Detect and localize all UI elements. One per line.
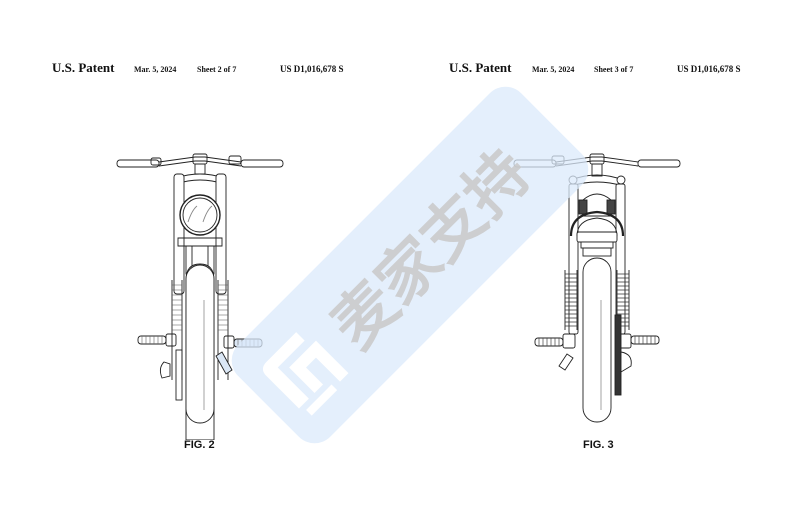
patent-title: U.S. Patent <box>449 60 512 75</box>
patent-date: Mar. 5, 2024 <box>532 65 575 74</box>
patent-title: U.S. Patent <box>52 60 115 75</box>
patent-number: US D1,016,678 S <box>280 64 344 74</box>
fig-3-rear-view-drawing <box>513 153 681 423</box>
sheet-number: Sheet 2 of 7 <box>197 65 237 74</box>
sheet-number: Sheet 3 of 7 <box>594 65 634 74</box>
fig-2-front-view-drawing <box>116 153 284 440</box>
patent-number: US D1,016,678 S <box>677 64 741 74</box>
patent-date: Mar. 5, 2024 <box>134 65 177 74</box>
sheet-3-header: U.S. Patent Mar. 5, 2024 Sheet 3 of 7 US… <box>449 60 741 80</box>
sheet-2-header: U.S. Patent Mar. 5, 2024 Sheet 2 of 7 US… <box>52 60 344 80</box>
figure-label: FIG. 2 <box>184 439 215 451</box>
figure-label: FIG. 3 <box>583 439 614 451</box>
